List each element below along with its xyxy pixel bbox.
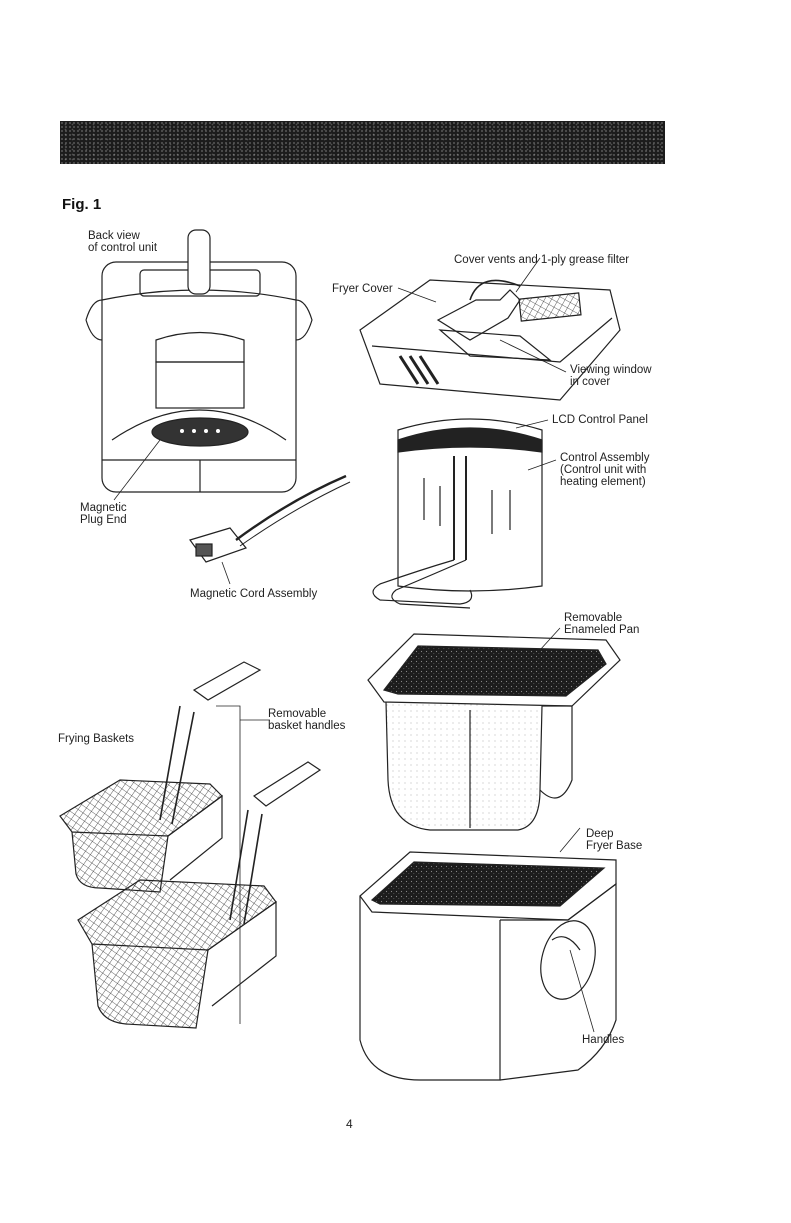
label-removable-pan: Removable Enameled Pan: [564, 612, 640, 636]
label-handles: Handles: [582, 1034, 625, 1046]
frying-baskets: [59, 661, 322, 1029]
label-deep-fryer-base: Deep Fryer Base: [586, 828, 643, 852]
header-bar: [60, 121, 665, 164]
magnetic-cord: [189, 474, 351, 563]
label-magnetic-plug: Magnetic Plug End: [80, 502, 127, 526]
label-cover-vents: Cover vents and 1-ply grease filter: [454, 254, 630, 266]
back-view-fryer: [85, 229, 313, 493]
control-assembly: [372, 418, 543, 609]
page-number: 4: [346, 1117, 353, 1131]
label-frying-baskets: Frying Baskets: [58, 733, 135, 745]
label-fryer-cover: Fryer Cover: [332, 283, 393, 295]
label-control-assembly: Control Assembly (Control unit with heat…: [560, 452, 650, 488]
deep-fryer-base: [359, 851, 617, 1081]
label-basket-handles: Removable basket handles: [268, 708, 346, 732]
label-back-view: Back view of control unit: [88, 230, 158, 254]
figure-label: Fig. 1: [62, 196, 102, 213]
label-lcd-panel: LCD Control Panel: [552, 414, 648, 426]
fryer-cover: [359, 279, 621, 401]
label-viewing-window: Viewing window in cover: [570, 364, 652, 388]
label-magnetic-cord: Magnetic Cord Assembly: [190, 588, 318, 600]
enameled-pan: [367, 633, 621, 831]
